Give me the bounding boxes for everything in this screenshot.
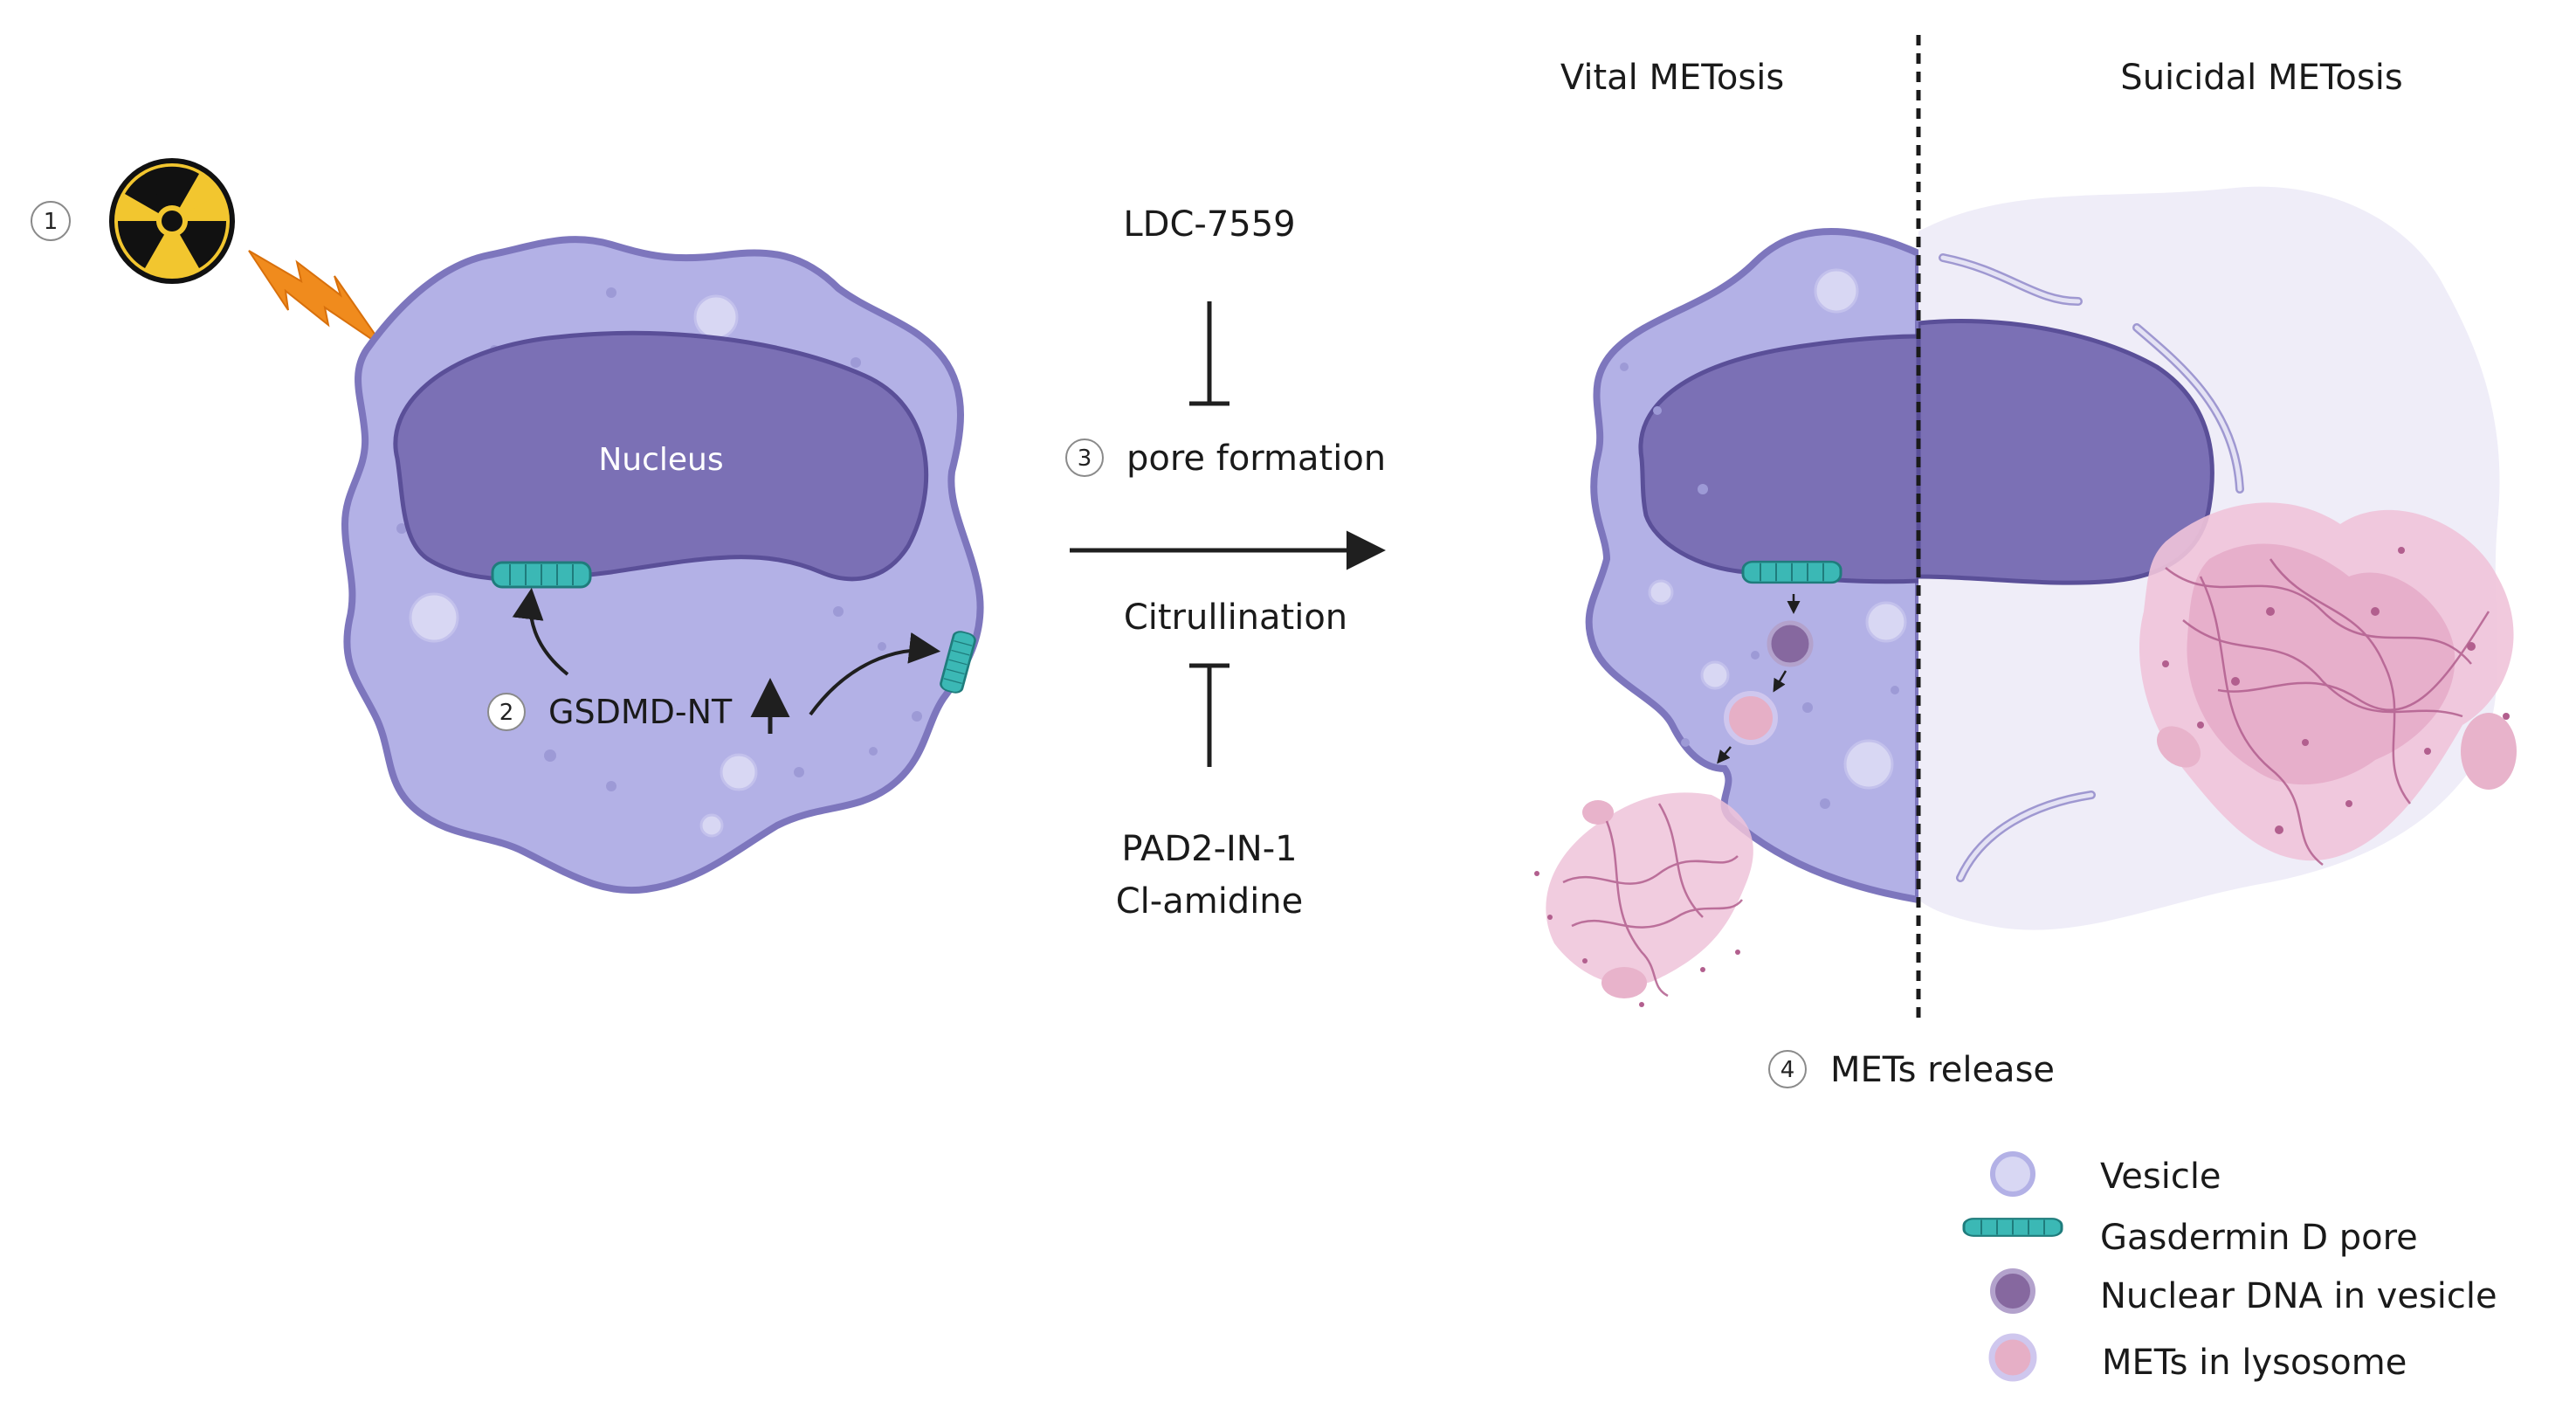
legend-vesicle-label: Vesicle [2100, 1157, 2221, 1197]
step4-marker: 4 [1768, 1050, 1807, 1088]
suicidal-metosis-title: Suicidal METosis [2120, 58, 2402, 98]
arrow-to-membrane-pore [809, 632, 941, 716]
step3-number: 3 [1078, 445, 1092, 472]
step2-number: 2 [499, 700, 514, 726]
legend-gasdermin-label: Gasdermin D pore [2100, 1218, 2418, 1258]
lightning-icon [248, 250, 385, 349]
lysosome-vital [1724, 691, 1778, 745]
legend-mets-lysosome-label: METs in lysosome [2102, 1343, 2407, 1383]
nucleus-label: Nucleus [598, 442, 723, 478]
gsdmd-nt-label: GSDMD-NT [548, 693, 733, 731]
pad2-in-1-label: PAD2-IN-1 [1121, 829, 1297, 869]
vital-metosis-panel [1585, 228, 1918, 904]
arrow-to-nuclear-pore [512, 587, 569, 676]
step3-marker: 3 [1065, 439, 1104, 477]
citrullination-label: Citrullination [1124, 597, 1347, 638]
step1-marker: 1 [31, 201, 71, 241]
cl-amidine-label: Cl-amidine [1116, 881, 1304, 922]
inhibition-bar-bottom [1189, 663, 1229, 767]
macrophage-cell-left: Nucleus 2 GSDMD-NT [341, 236, 984, 894]
legend-nuclear-dna-label: Nuclear DNA in vesicle [2100, 1276, 2497, 1316]
nuclear-dna-vesicle-icon [1990, 1268, 2035, 1314]
pore-formation-label: pore formation [1126, 439, 1386, 479]
ldc-7559-label: LDC-7559 [1123, 204, 1295, 245]
vital-nets-release [1534, 792, 1753, 1007]
suicidal-nets [2139, 502, 2517, 866]
legend: Vesicle Gasdermin D pore Nuclear DNA in … [1962, 1151, 2497, 1383]
step1-number: 1 [44, 209, 59, 235]
gasdermin-pore-icon [1962, 1217, 2063, 1238]
gasdermin-pore-nuclear [491, 561, 592, 589]
dna-vesicle-vital [1767, 620, 1814, 667]
inhibition-bar-top [1189, 301, 1229, 406]
step4-number: 4 [1780, 1057, 1795, 1083]
vital-metosis-title: Vital METosis [1560, 58, 1784, 98]
vesicle-icon [1990, 1151, 2035, 1197]
nucleus-left [393, 330, 929, 582]
mets-release-label: METs release [1830, 1050, 2055, 1090]
radiation-icon [109, 158, 235, 284]
step2-marker: 2 [487, 693, 526, 731]
gasdermin-pore-vital [1741, 560, 1842, 584]
mets-lysosome-icon [1988, 1333, 2037, 1382]
suicidal-metosis-panel [1918, 186, 2517, 930]
